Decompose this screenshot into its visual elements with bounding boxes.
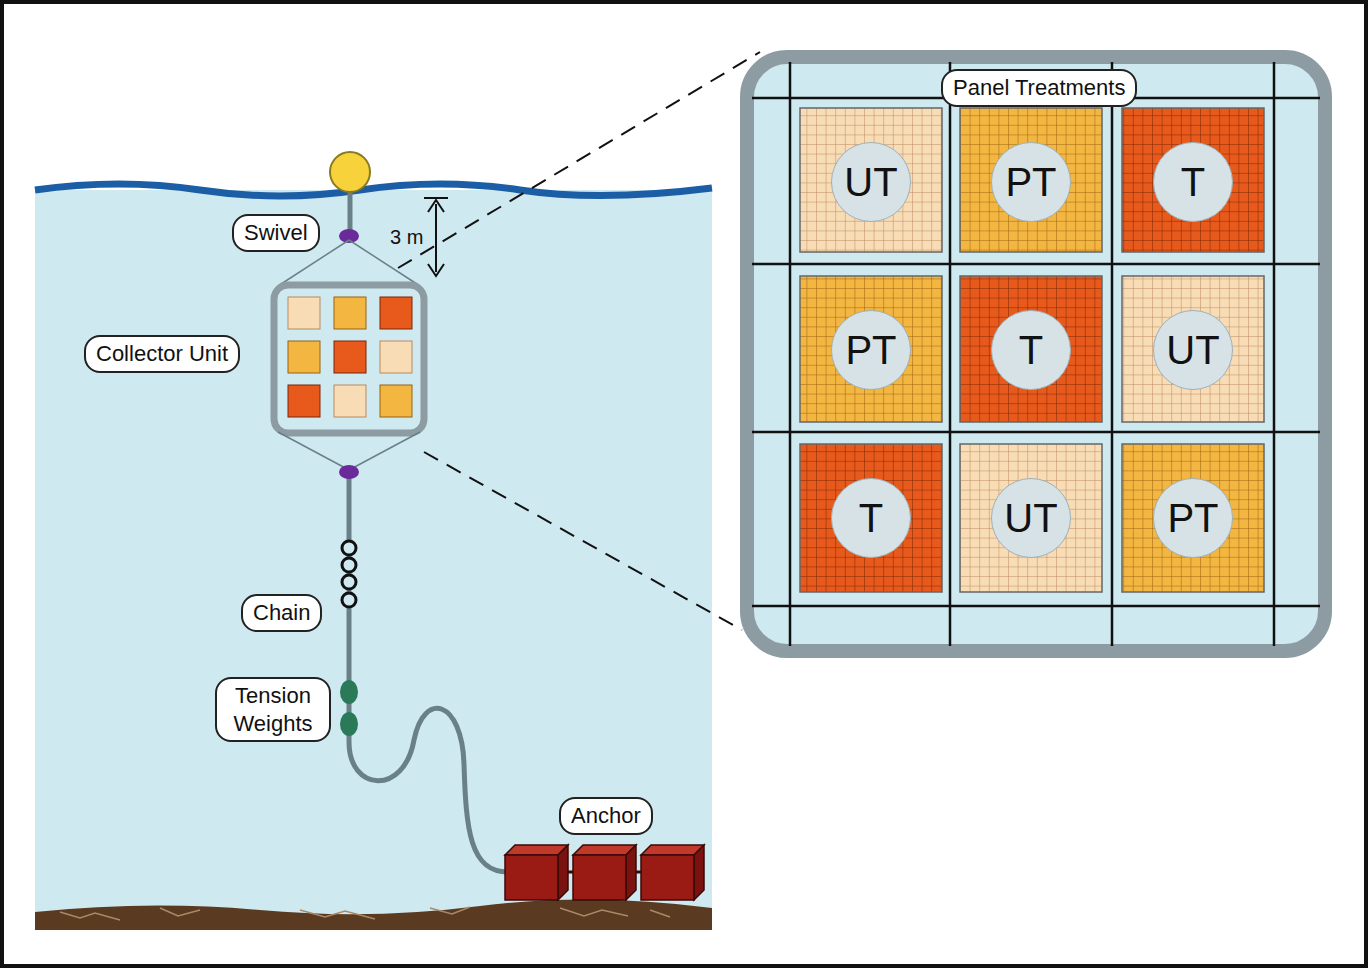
zoom-panel: Panel TreatmentsUT PT T PT T UT T UT PT xyxy=(740,50,1332,658)
node-text: UT xyxy=(1166,328,1219,373)
zoom-frame xyxy=(747,57,1325,651)
water-surface xyxy=(35,184,712,196)
treatment-circle: PT xyxy=(831,310,911,390)
node-text: UT xyxy=(1004,496,1057,541)
mooring-rope xyxy=(349,476,508,872)
panel xyxy=(334,385,366,417)
panel xyxy=(380,341,412,373)
part-label: Tension Weights xyxy=(215,677,331,742)
panel xyxy=(380,297,412,329)
part-label: Swivel xyxy=(232,214,320,252)
buoy-line xyxy=(348,190,353,232)
seafloor xyxy=(35,899,712,930)
tension-weight xyxy=(340,712,358,736)
panel-heading: Panel Treatments xyxy=(941,69,1137,107)
treatment-circle: T xyxy=(991,310,1071,390)
node-text: PT xyxy=(1167,496,1218,541)
node-text: Tension Weights xyxy=(233,683,312,736)
node-text: PT xyxy=(1005,160,1056,205)
node-text: UT xyxy=(844,160,897,205)
water xyxy=(35,190,712,930)
node-text: Panel Treatments xyxy=(953,75,1125,100)
zoom-line xyxy=(398,52,760,268)
swivel xyxy=(339,229,359,243)
frame-grid xyxy=(752,62,1320,646)
seafloor-texture xyxy=(60,907,670,920)
anchor-blocks xyxy=(505,845,704,900)
treatment-circle: UT xyxy=(1153,310,1233,390)
dimension-arrows xyxy=(428,200,444,276)
buoy xyxy=(330,152,370,192)
part-label: Anchor xyxy=(559,797,653,835)
node-text: Chain xyxy=(253,600,310,625)
node-text: T xyxy=(859,496,883,541)
node-text: Anchor xyxy=(571,803,641,828)
panel-tiles xyxy=(800,108,1264,592)
bridle xyxy=(278,432,349,470)
dimension-line xyxy=(435,204,437,272)
zoom-line xyxy=(424,452,742,630)
dimension-label: 3 m xyxy=(390,226,423,249)
panel xyxy=(288,341,320,373)
treatment-circle: UT xyxy=(831,142,911,222)
tension-weight xyxy=(340,680,358,704)
swivel xyxy=(339,465,359,479)
chain xyxy=(342,541,356,607)
node-text: PT xyxy=(845,328,896,373)
panel xyxy=(334,341,366,373)
node-text: Collector Unit xyxy=(96,341,228,366)
part-label: Collector Unit xyxy=(84,335,240,373)
treatment-circle: UT xyxy=(991,478,1071,558)
panel xyxy=(380,385,412,417)
treatment-circle: T xyxy=(1153,142,1233,222)
treatment-circle: PT xyxy=(1153,478,1233,558)
panel xyxy=(334,297,366,329)
treatment-circle: T xyxy=(831,478,911,558)
node-text: T xyxy=(1181,160,1205,205)
node-text: Swivel xyxy=(244,220,308,245)
bridle xyxy=(349,432,420,470)
collector-frame xyxy=(274,285,424,433)
treatment-circle: PT xyxy=(991,142,1071,222)
panel xyxy=(288,297,320,329)
panel xyxy=(288,385,320,417)
part-label: Chain xyxy=(241,594,322,632)
dimension-tick xyxy=(424,197,448,199)
node-text: T xyxy=(1019,328,1043,373)
